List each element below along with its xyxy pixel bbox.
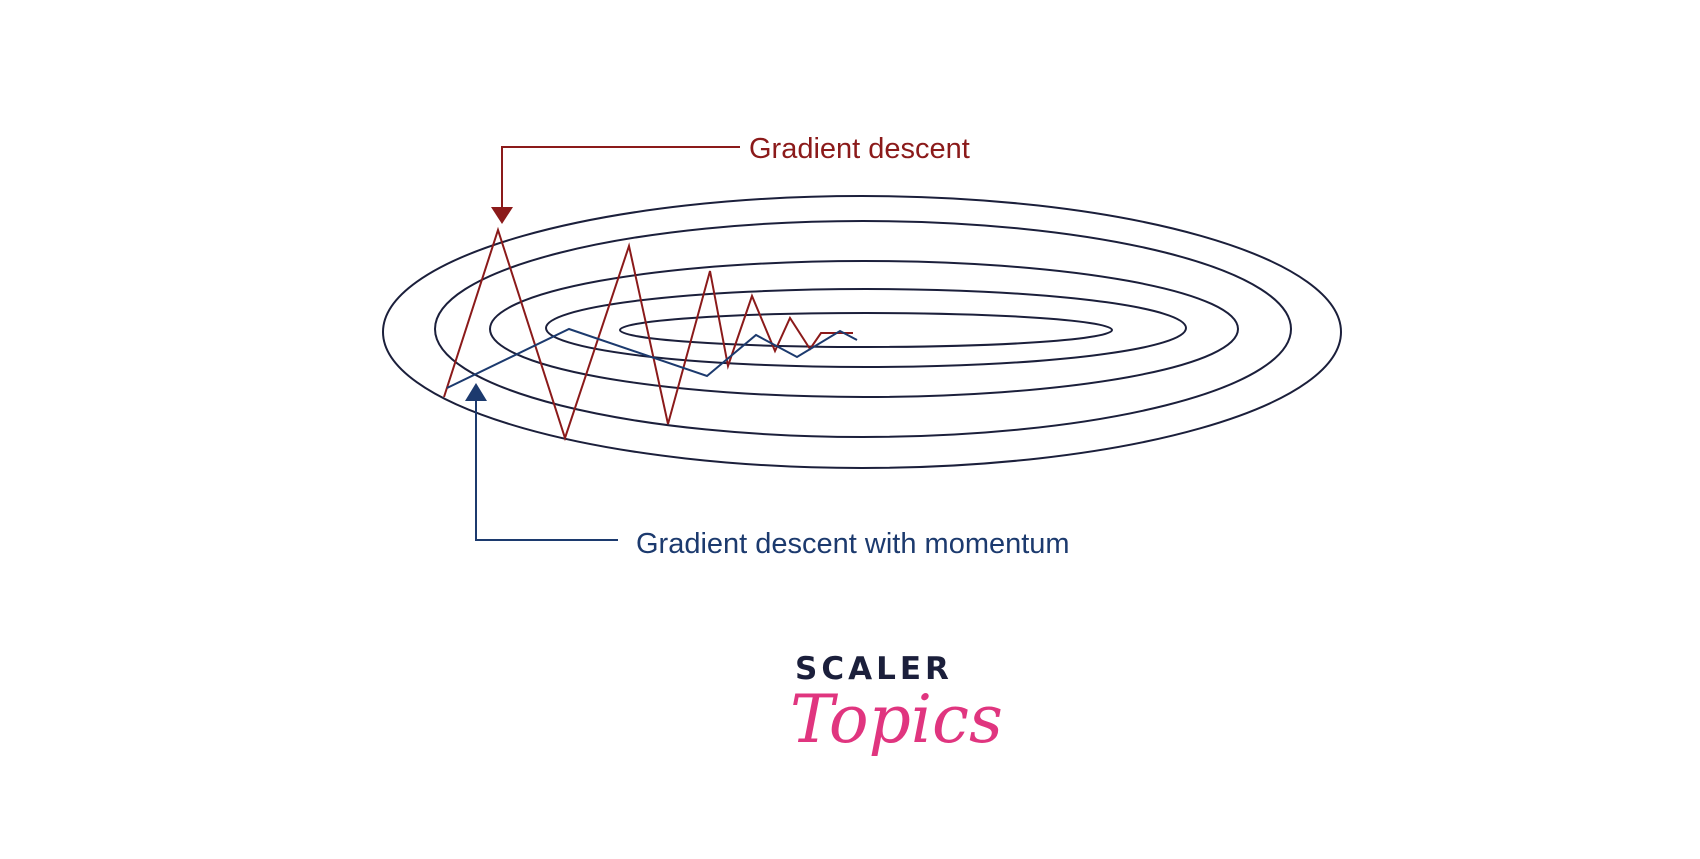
contour-ring-2 (434, 220, 1292, 438)
gradient-descent-callout: Gradient descent (491, 133, 970, 224)
logo-script: Topics (790, 681, 1003, 758)
contour-ring-1 (382, 195, 1342, 469)
logo-wordmark: SCALER (795, 651, 953, 687)
momentum-leader-line (475, 400, 618, 541)
gradient-descent-label: Gradient descent (749, 133, 970, 165)
contour-ring-3 (489, 260, 1239, 398)
gradient-descent-arrow-icon (491, 207, 513, 224)
momentum-callout: Gradient descent with momentum (465, 383, 1070, 560)
scaler-topics-logo: SCALER Topics (790, 651, 1003, 758)
contour-ring-5 (619, 312, 1113, 348)
momentum-arrow-icon (465, 383, 487, 401)
loss-contours (382, 195, 1342, 469)
contour-ring-4 (545, 288, 1187, 368)
gradient-descent-leader-line (501, 146, 740, 208)
momentum-path (446, 327, 858, 389)
momentum-label: Gradient descent with momentum (636, 528, 1070, 560)
